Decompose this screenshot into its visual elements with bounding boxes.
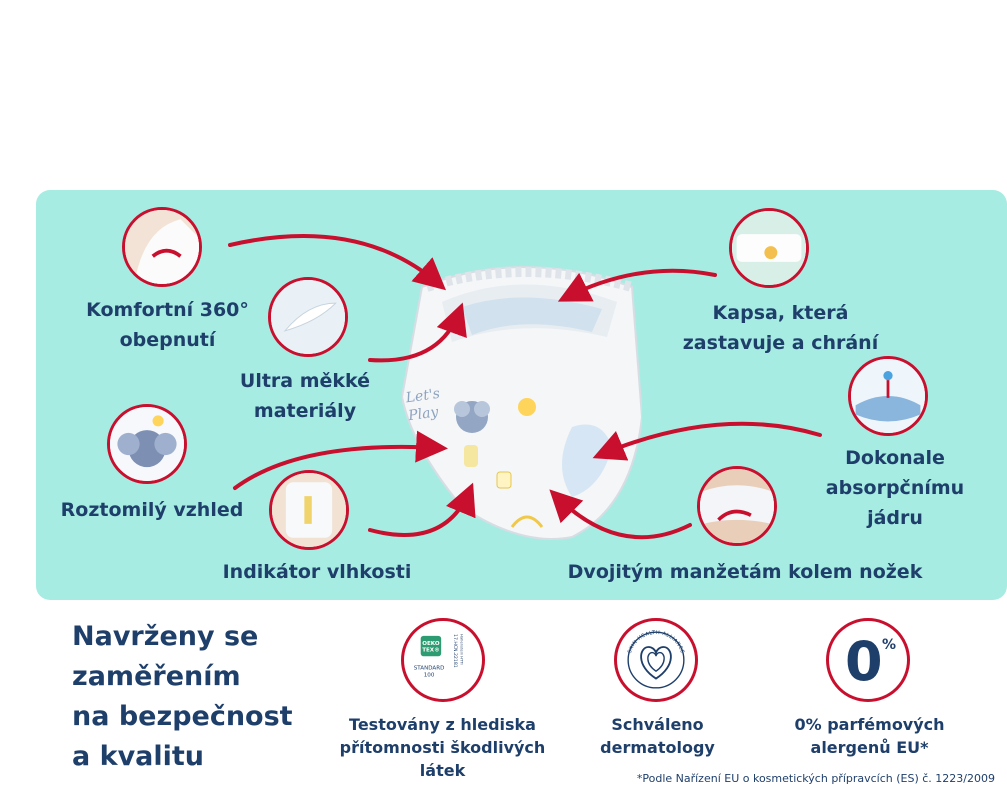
label-vzhled: Roztomilý vzhled (60, 499, 244, 521)
label-indikator: Indikátor vlhkosti (222, 561, 412, 583)
headline-line-1: Navrženy se (72, 621, 259, 652)
zero-caption: 0% parfémových alergenů EU* (794, 715, 945, 757)
headline-line-2: zaměřením (72, 661, 241, 692)
oeko-institute: Hohenstein HTTI (460, 634, 464, 665)
label-manzety: Dvojitým manžetám kolem nožek (567, 561, 923, 583)
oeko-standard: STANDARD (414, 665, 445, 671)
oeko-code: 17.HCN.22181 (452, 634, 458, 668)
skin-caption: Schváleno dermatology (600, 715, 715, 757)
indikator-photo (269, 470, 349, 550)
skin-health-badge: SKIN HEALTH ALLIANCE (614, 618, 698, 702)
label-komfort: Komfortní 360° obepnutí (86, 299, 249, 351)
headline-line-3: na bezpečnost (72, 701, 293, 732)
vzhled-photo (107, 404, 187, 484)
oeko-logo-line1: OEKO (422, 641, 440, 647)
headline-line-4: a kvalitu (72, 741, 205, 772)
heart-fingerprint-icon (640, 646, 672, 680)
oeko-caption: Testovány z hlediska přítomnosti škodliv… (339, 715, 546, 780)
headline: Navrženy se zaměřením na bezpečnost a kv… (72, 617, 293, 777)
oeko-number: 100 (424, 673, 435, 679)
zero-value: 0 (845, 630, 883, 693)
diaper-print: Let's Play (404, 385, 441, 425)
manzety-photo (697, 466, 777, 546)
footnote: *Podle Nařízení EU o kosmetických přípra… (636, 772, 995, 785)
materialy-photo (268, 277, 348, 357)
label-kapsa: Kapsa, která zastavuje a chrání (682, 302, 879, 354)
label-materialy: Ultra měkké materiály (239, 370, 371, 422)
zero-unit: % (882, 637, 897, 653)
kapsa-photo (729, 208, 809, 288)
komfort-photo (122, 207, 202, 287)
oeko-logo-line2: TEX® (422, 648, 439, 654)
zero-percent-badge: 0 % (826, 618, 910, 702)
jadro-photo (848, 356, 928, 436)
label-jadro: Dokonale absorpčnímu jádru (825, 447, 965, 529)
oeko-tex-badge: OEKO TEX® STANDARD 100 17.HCN.22181 Hohe… (401, 618, 485, 702)
